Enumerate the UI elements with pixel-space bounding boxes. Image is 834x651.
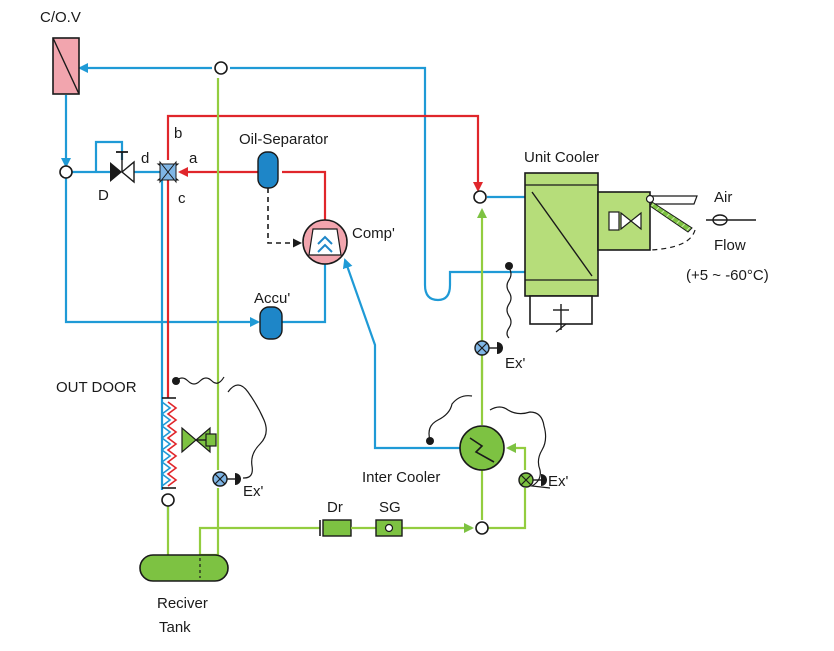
label-out-door: OUT DOOR — [56, 379, 137, 396]
nodes — [59, 61, 489, 535]
intercooler[interactable] — [459, 425, 505, 471]
node-unitcooler — [473, 190, 487, 204]
green-lines — [166, 78, 527, 557]
label-oil-separator: Oil-Separator — [239, 131, 328, 148]
label-sight-glass: SG — [379, 499, 401, 516]
labels: C/O.V b d a c D Oil-Separator Unit Coole… — [40, 9, 769, 636]
label-unit-cooler: Unit Cooler — [524, 149, 599, 166]
accumulator-icon — [259, 306, 283, 340]
valve-d[interactable] — [110, 151, 135, 184]
receiver-tank-icon — [139, 554, 229, 582]
node-outdoor-bottom — [161, 493, 175, 507]
label-b: b — [174, 125, 182, 142]
label-ex-outdoor: Ex' — [243, 483, 264, 500]
oil-separator[interactable] — [257, 151, 302, 248]
label-air: Air — [714, 189, 732, 206]
label-valve-d: D — [98, 187, 109, 204]
node-top — [214, 61, 228, 75]
expansion-valve-icon — [474, 340, 503, 356]
four-way-valve[interactable] — [156, 160, 180, 184]
fan-icon — [608, 211, 642, 231]
compressor-icon — [302, 219, 348, 265]
blue-return-top — [230, 66, 427, 285]
ex-valve-unit[interactable] — [474, 340, 503, 356]
label-ex-inter: Ex' — [548, 473, 569, 490]
sensor-lines — [175, 267, 551, 489]
receiver-tank[interactable] — [139, 554, 229, 582]
oil-separator-icon — [257, 151, 279, 189]
sight-glass[interactable] — [375, 519, 403, 537]
unit-cooler[interactable] — [524, 172, 698, 333]
label-ex-unit: Ex' — [505, 355, 526, 372]
accumulator[interactable] — [259, 306, 283, 340]
four-way-valve-icon — [156, 160, 180, 184]
label-flow: Flow — [714, 237, 746, 254]
label-inter-cooler: Inter Cooler — [362, 469, 440, 486]
label-receiver-line2: Tank — [159, 619, 191, 636]
outdoor-coil[interactable] — [160, 397, 217, 489]
red-lines — [166, 114, 483, 398]
label-dryer: Dr — [327, 499, 343, 516]
label-receiver-line1: Reciver — [157, 595, 208, 612]
label-accumulator: Accu' — [254, 290, 290, 307]
label-c: c — [178, 190, 186, 207]
label-temp-range: (+5 ~ -60°C) — [686, 267, 769, 284]
node-bottom-right — [475, 521, 489, 535]
ex-valve-outdoor[interactable] — [212, 471, 241, 487]
air-flow-symbol — [706, 214, 756, 226]
intercooler-icon — [459, 425, 505, 471]
node-left — [59, 165, 73, 179]
label-compressor: Comp' — [352, 225, 395, 242]
label-a: a — [189, 150, 198, 167]
label-cov: C/O.V — [40, 9, 81, 26]
dryer[interactable] — [319, 519, 376, 537]
label-d: d — [141, 150, 149, 167]
ex-valve-inter[interactable] — [518, 472, 547, 488]
cov-valve[interactable] — [52, 37, 80, 95]
compressor[interactable] — [302, 219, 348, 265]
